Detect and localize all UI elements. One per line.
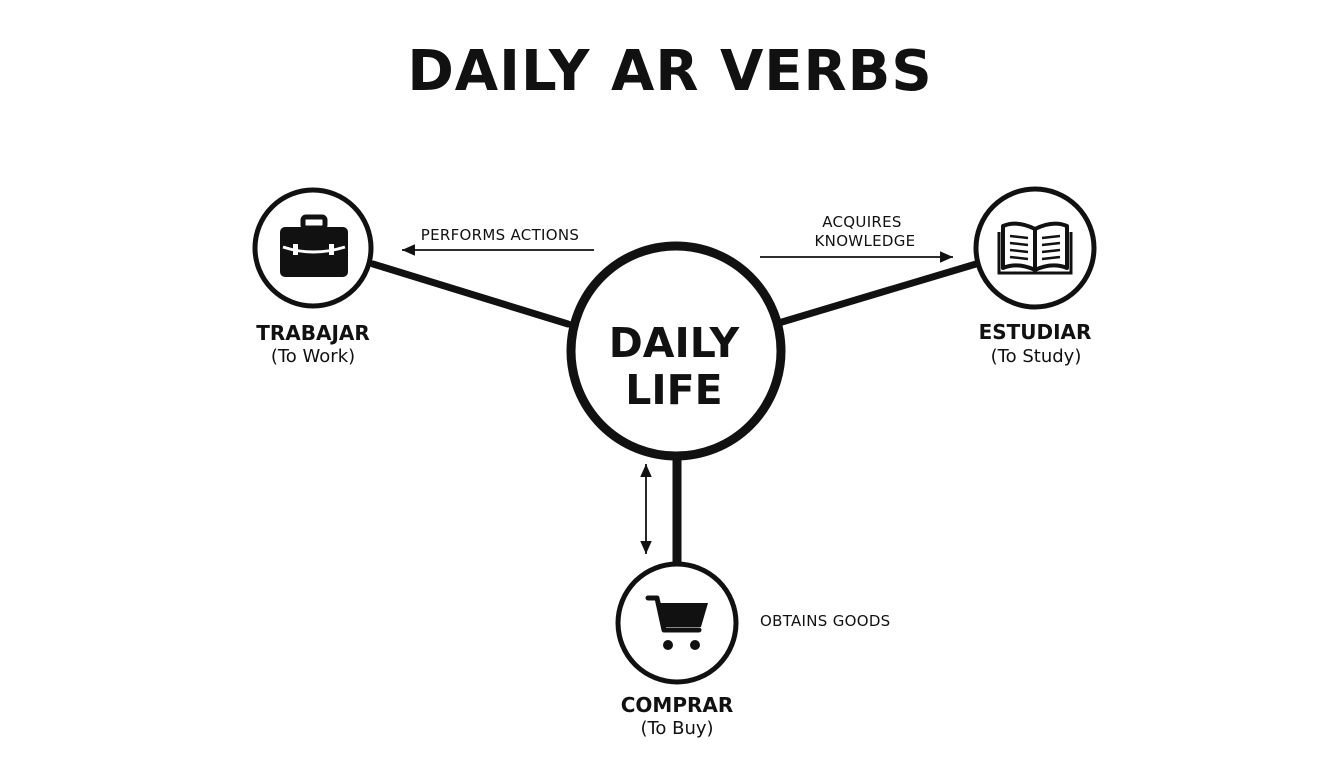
relation-trabajar: PERFORMS ACTIONS [402, 226, 594, 256]
node-comprar: COMPRAR (To Buy) [615, 561, 739, 739]
verb-estudiar: ESTUDIAR [979, 320, 1092, 344]
translation-estudiar: (To Study) [991, 346, 1082, 367]
node-trabajar: TRABAJAR (To Work) [252, 187, 374, 367]
translation-trabajar: (To Work) [271, 346, 355, 367]
relation-label-estudiar-line1: ACQUIRES [822, 213, 902, 231]
connector-trabajar [369, 260, 572, 328]
node-estudiar: ESTUDIAR (To Study) [973, 186, 1097, 367]
relation-comprar: OBTAINS GOODS [640, 464, 891, 630]
center-label-line1: DAILY [609, 319, 741, 367]
relation-label-comprar: OBTAINS GOODS [760, 612, 891, 630]
connector-estudiar [778, 260, 980, 326]
diagram-title: DAILY AR VERBS [407, 39, 932, 104]
verb-trabajar: TRABAJAR [256, 321, 370, 345]
translation-comprar: (To Buy) [640, 718, 713, 739]
relation-label-trabajar: PERFORMS ACTIONS [421, 226, 579, 244]
center-node: DAILY LIFE [566, 241, 786, 461]
center-label-line2: LIFE [625, 366, 722, 414]
shopping-cart-icon [645, 595, 708, 650]
relation-label-estudiar-line2: KNOWLEDGE [815, 232, 916, 250]
verb-comprar: COMPRAR [621, 693, 734, 717]
relation-estudiar: ACQUIRES KNOWLEDGE [760, 213, 953, 263]
briefcase-icon [280, 214, 348, 277]
open-book-icon [997, 221, 1073, 275]
